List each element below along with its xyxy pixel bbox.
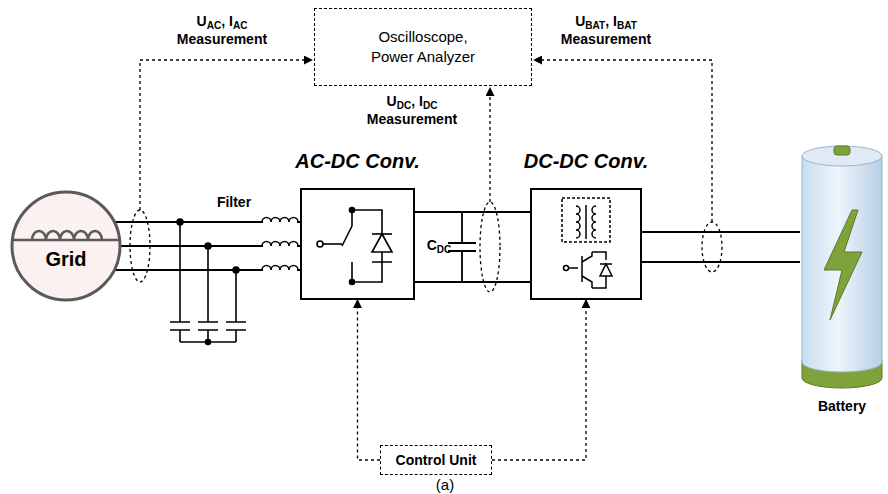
measurement-label: UDC, IDC Measurement xyxy=(355,92,469,128)
control-signal-arrow xyxy=(492,300,586,460)
control-box: Control Unit xyxy=(380,445,492,475)
grid-label: Grid xyxy=(10,248,122,271)
component-label: CDC xyxy=(417,236,461,254)
figure-caption: (a) xyxy=(413,476,477,494)
dc-link-capacitor xyxy=(448,212,476,282)
measurement-label: UAC, IAC Measurement xyxy=(165,12,279,48)
instrument-box: Oscilloscope, Power Analyzer xyxy=(314,8,532,86)
converter-title: AC-DC Conv. xyxy=(295,150,419,173)
grid-circle xyxy=(10,190,122,302)
battery-symbol: Battery xyxy=(800,140,884,425)
measurement-label: UBAT, IBAT Measurement xyxy=(544,12,668,48)
switch-diode-symbol xyxy=(564,252,613,288)
grid-source: Grid xyxy=(10,190,122,302)
converter-box: AC-DC Conv. xyxy=(300,188,415,300)
control-signal-arrow xyxy=(358,300,381,460)
battery-cylinder xyxy=(800,140,884,392)
filter-label: Filter xyxy=(202,193,266,211)
measurement-probes xyxy=(130,60,722,292)
battery-label: Battery xyxy=(790,398,888,414)
transformer-symbol xyxy=(562,198,610,242)
filter-capacitors xyxy=(170,219,246,345)
control-label: Control Unit xyxy=(396,450,477,470)
switch-diode-symbol xyxy=(317,208,392,285)
filter-inductors xyxy=(262,218,298,273)
converter-title: DC-DC Conv. xyxy=(524,150,648,173)
instrument-label: Oscilloscope, Power Analyzer xyxy=(362,27,484,67)
converter-box: DC-DC Conv. xyxy=(530,188,642,300)
power-wire xyxy=(415,212,530,282)
